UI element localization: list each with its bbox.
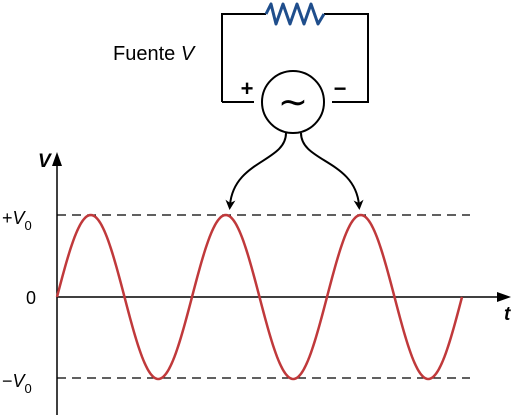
ac-symbol: ∼ (278, 81, 308, 122)
source-label: Fuente V (113, 43, 196, 65)
y-axis-label: V (38, 151, 52, 172)
x-axis-arrowhead (497, 292, 511, 302)
minus-v0-label: −V0 (2, 371, 32, 396)
circuit-wire (221, 13, 369, 103)
zero-label: 0 (26, 288, 36, 308)
plus-terminal-label: + (241, 76, 254, 101)
circuit: ∼ + − Fuente V (113, 2, 369, 134)
minus-terminal-label: − (334, 76, 347, 101)
left-arrow (225, 132, 287, 210)
resistor-icon (264, 2, 326, 26)
ac-source-icon (261, 70, 325, 134)
right-arrow (300, 132, 364, 210)
sine-wave (55, 213, 464, 381)
x-axis-label: t (504, 304, 511, 325)
plus-v0-label: +V0 (2, 208, 32, 233)
y-axis-arrowhead (52, 152, 62, 166)
